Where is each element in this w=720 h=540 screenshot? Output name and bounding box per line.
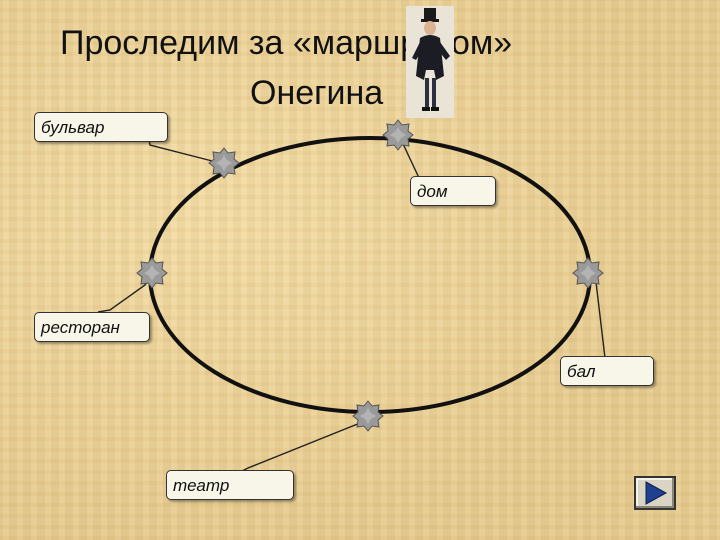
label-restoran: ресторан [34,312,150,342]
next-arrow-icon [645,481,668,505]
star-marker-icon[interactable] [208,147,240,179]
onegin-portrait-icon [406,6,454,118]
label-bal: бал [560,356,654,386]
label-dom: дом [410,176,496,206]
route-ellipse [148,136,592,414]
connector-teatr [239,415,369,473]
star-marker-icon[interactable] [352,400,384,432]
star-marker-icon[interactable] [382,119,414,151]
page-title-line2: Онегина [250,74,384,112]
star-marker-icon[interactable] [572,257,604,289]
label-teatr: театр [166,470,294,500]
star-marker-icon[interactable] [136,257,168,289]
label-bulvar: бульвар [34,112,168,142]
next-button[interactable] [634,476,676,510]
